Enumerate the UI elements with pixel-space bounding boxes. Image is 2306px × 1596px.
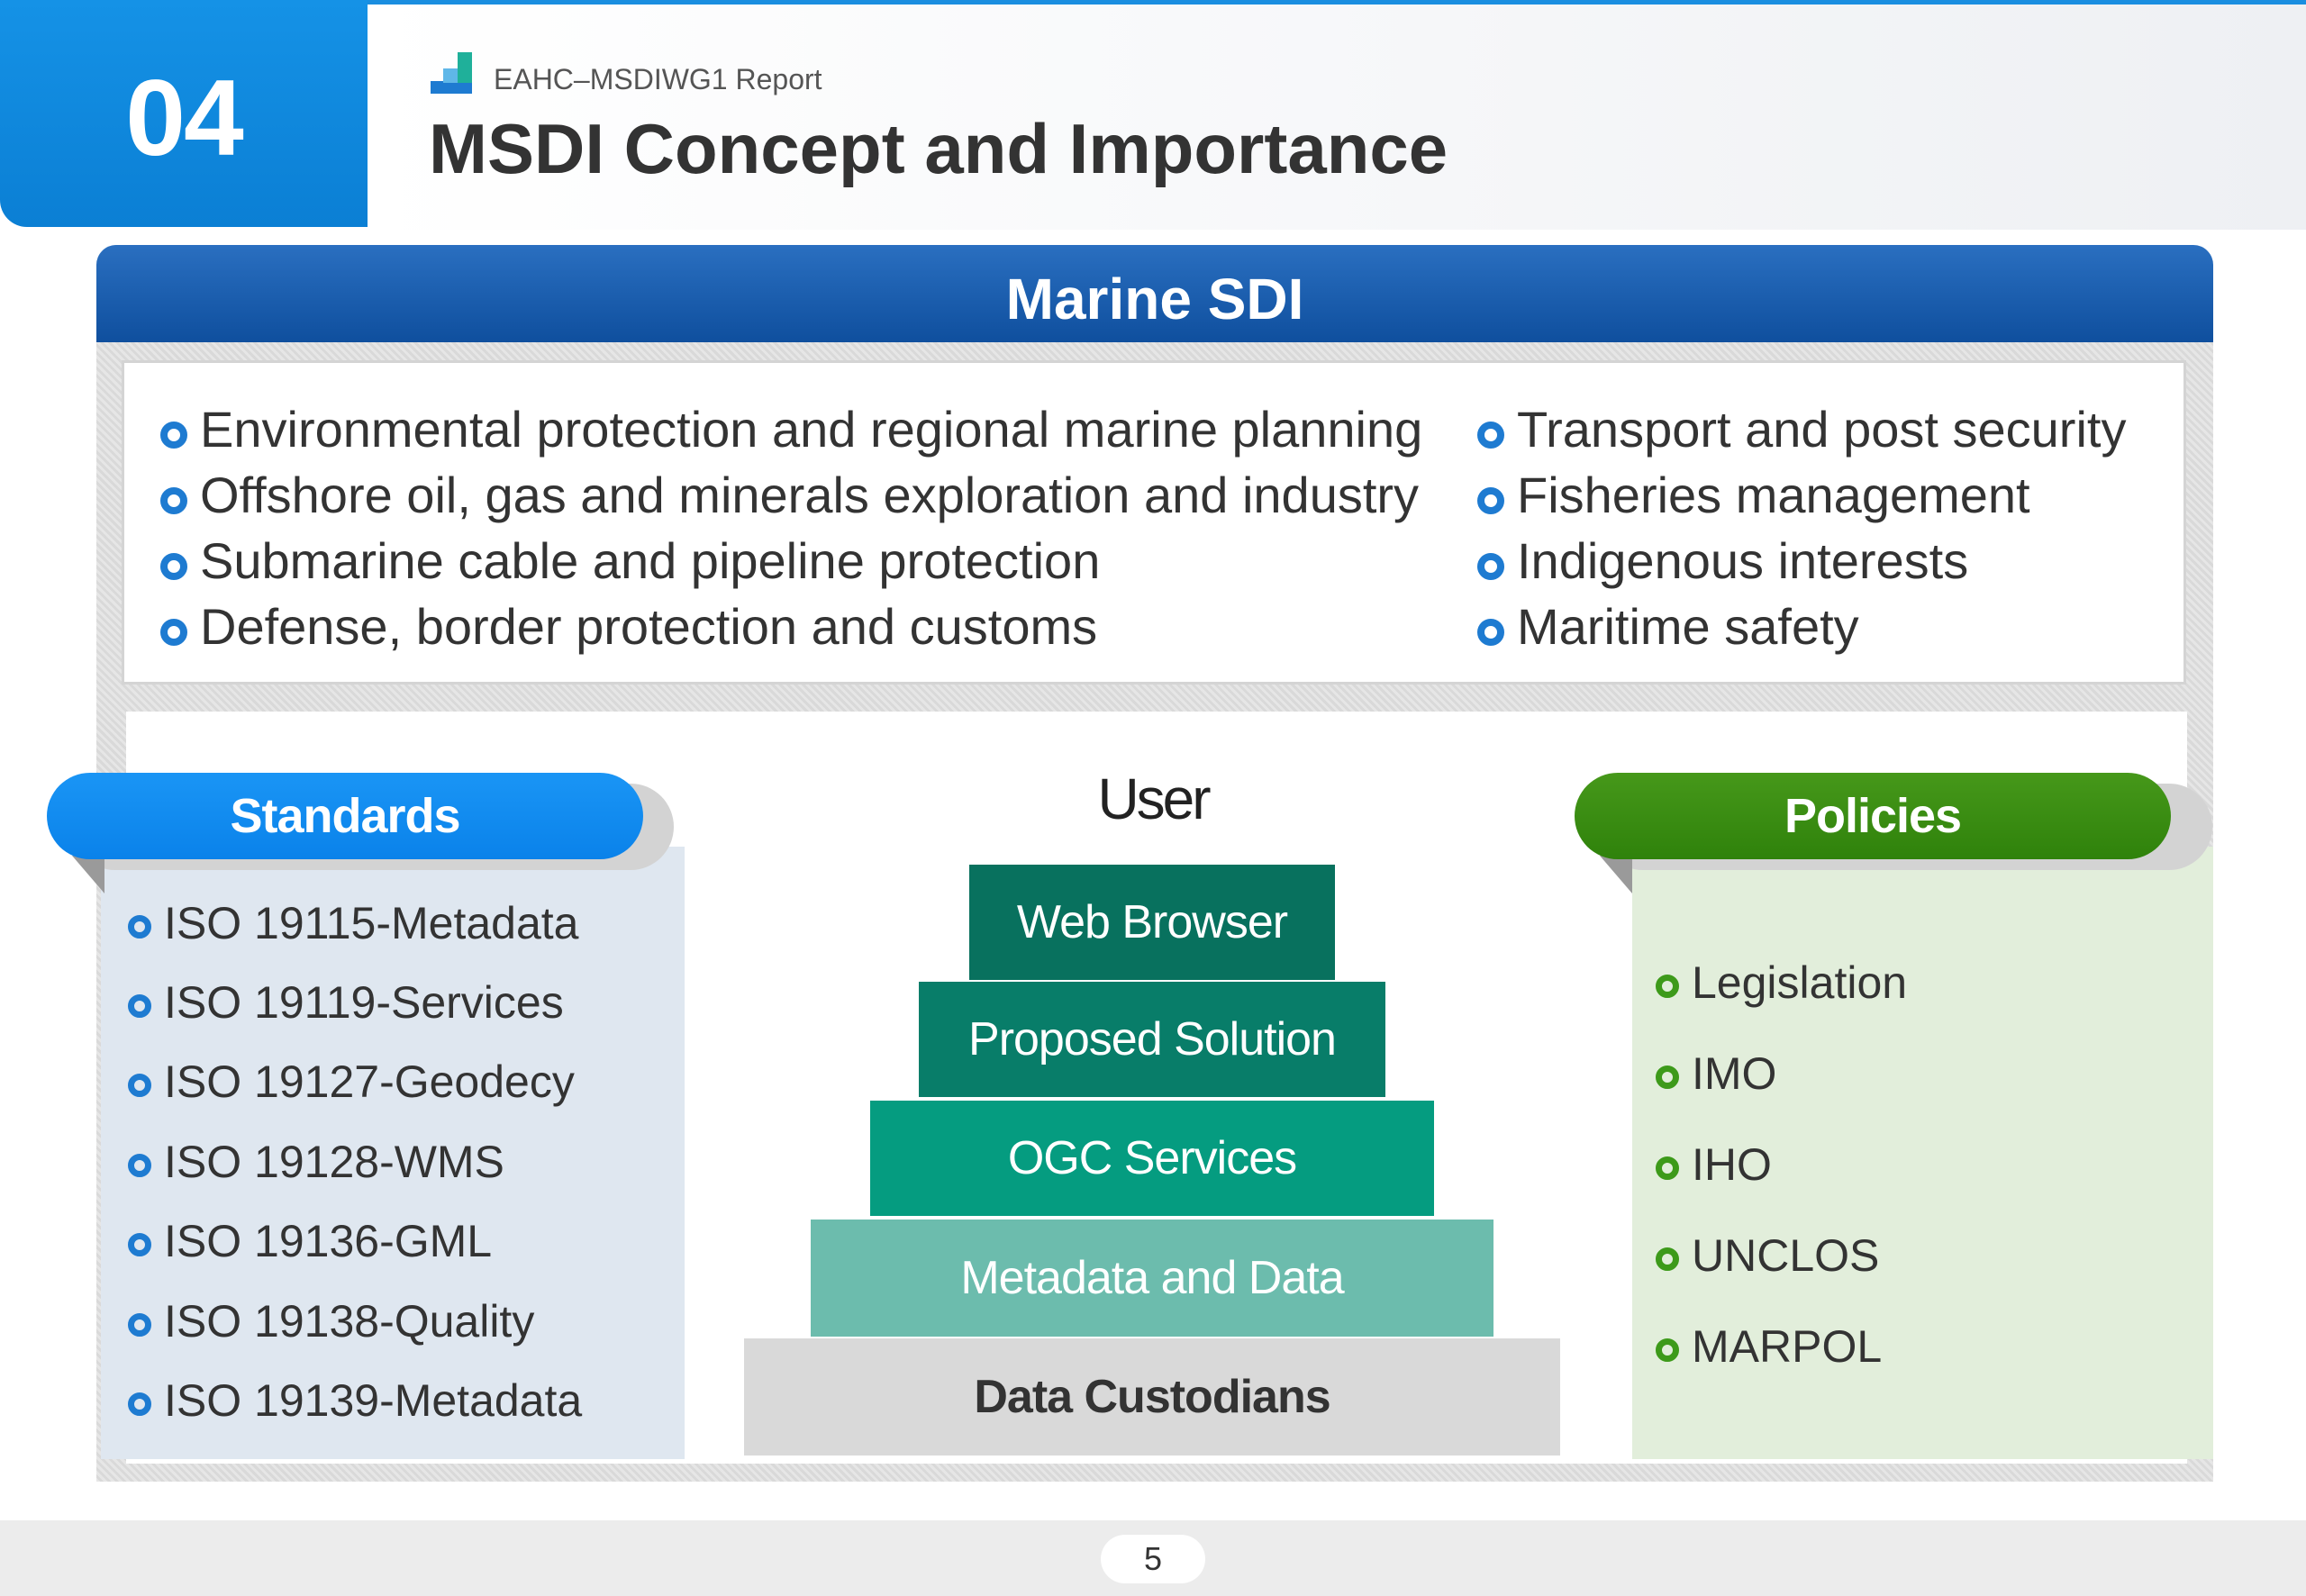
use-item: Environmental protection and regional ma… — [160, 400, 1422, 458]
bullet-icon — [128, 1154, 151, 1177]
bullet-icon — [1477, 487, 1504, 514]
use-item: Submarine cable and pipeline protection — [160, 531, 1100, 590]
standard-item: ISO 19115-Metadata — [128, 897, 578, 949]
bullet-icon — [160, 619, 187, 646]
policy-item: MARPOL — [1656, 1320, 1882, 1373]
bullet-icon — [128, 1074, 151, 1097]
bullet-icon — [128, 1392, 151, 1416]
standard-item: ISO 19127-Geodecy — [128, 1056, 575, 1108]
use-item: Indigenous interests — [1477, 531, 1968, 590]
policy-item: IMO — [1656, 1047, 1776, 1100]
bullet-icon — [128, 915, 151, 939]
header-background — [368, 5, 2306, 230]
use-item: Maritime safety — [1477, 597, 1859, 656]
policy-item: UNCLOS — [1656, 1229, 1879, 1282]
bullet-icon — [1656, 1066, 1679, 1089]
uses-box — [122, 360, 2186, 685]
standard-item: ISO 19139-Metadata — [128, 1374, 582, 1427]
use-item: Fisheries management — [1477, 466, 2030, 524]
policies-panel — [1632, 847, 2213, 1459]
tier-proposed-solution: Proposed Solution — [919, 982, 1385, 1097]
standards-label: Standards — [47, 773, 643, 859]
tier-ogc-services: OGC Services — [870, 1101, 1434, 1216]
bullet-icon — [1656, 1156, 1679, 1180]
tier-data-custodians: Data Custodians — [744, 1338, 1560, 1455]
section-number-box: 04 — [0, 0, 368, 227]
report-logo-icon — [431, 52, 472, 94]
bullet-icon — [128, 1313, 151, 1337]
bullet-icon — [1477, 553, 1504, 580]
pyramid-top-label: User — [1097, 766, 1211, 831]
policies-label: Policies — [1575, 773, 2171, 859]
tier-metadata-and-data: Metadata and Data — [811, 1220, 1493, 1337]
standards-panel — [101, 847, 685, 1459]
bullet-icon — [1477, 619, 1504, 646]
page-title: MSDI Concept and Importance — [429, 109, 1448, 188]
bullet-icon — [128, 1233, 151, 1256]
bullet-icon — [160, 553, 187, 580]
policies-fold — [1600, 856, 1632, 893]
standard-item: ISO 19136-GML — [128, 1215, 492, 1267]
bullet-icon — [1656, 1247, 1679, 1271]
standards-fold — [72, 856, 104, 893]
marine-sdi-banner: Marine SDI — [96, 245, 2213, 342]
standard-item: ISO 19138-Quality — [128, 1295, 534, 1347]
bullet-icon — [1477, 422, 1504, 449]
use-item: Defense, border protection and customs — [160, 597, 1097, 656]
bullet-icon — [1656, 1338, 1679, 1362]
use-item: Transport and post security — [1477, 400, 2126, 458]
top-accent-line — [0, 0, 2306, 5]
standard-item: ISO 19119-Services — [128, 976, 564, 1029]
section-number: 04 — [125, 58, 243, 178]
report-label: EAHC–MSDIWG1 Report — [494, 63, 822, 95]
bullet-icon — [1656, 975, 1679, 998]
page-number: 5 — [1101, 1535, 1205, 1583]
use-item: Offshore oil, gas and minerals explorati… — [160, 466, 1419, 524]
bullet-icon — [160, 422, 187, 449]
policy-item: Legislation — [1656, 957, 1907, 1009]
policy-item: IHO — [1656, 1138, 1772, 1191]
bullet-icon — [128, 994, 151, 1018]
tier-web-browser: Web Browser — [969, 865, 1335, 980]
bullet-icon — [160, 487, 187, 514]
standard-item: ISO 19128-WMS — [128, 1136, 504, 1188]
